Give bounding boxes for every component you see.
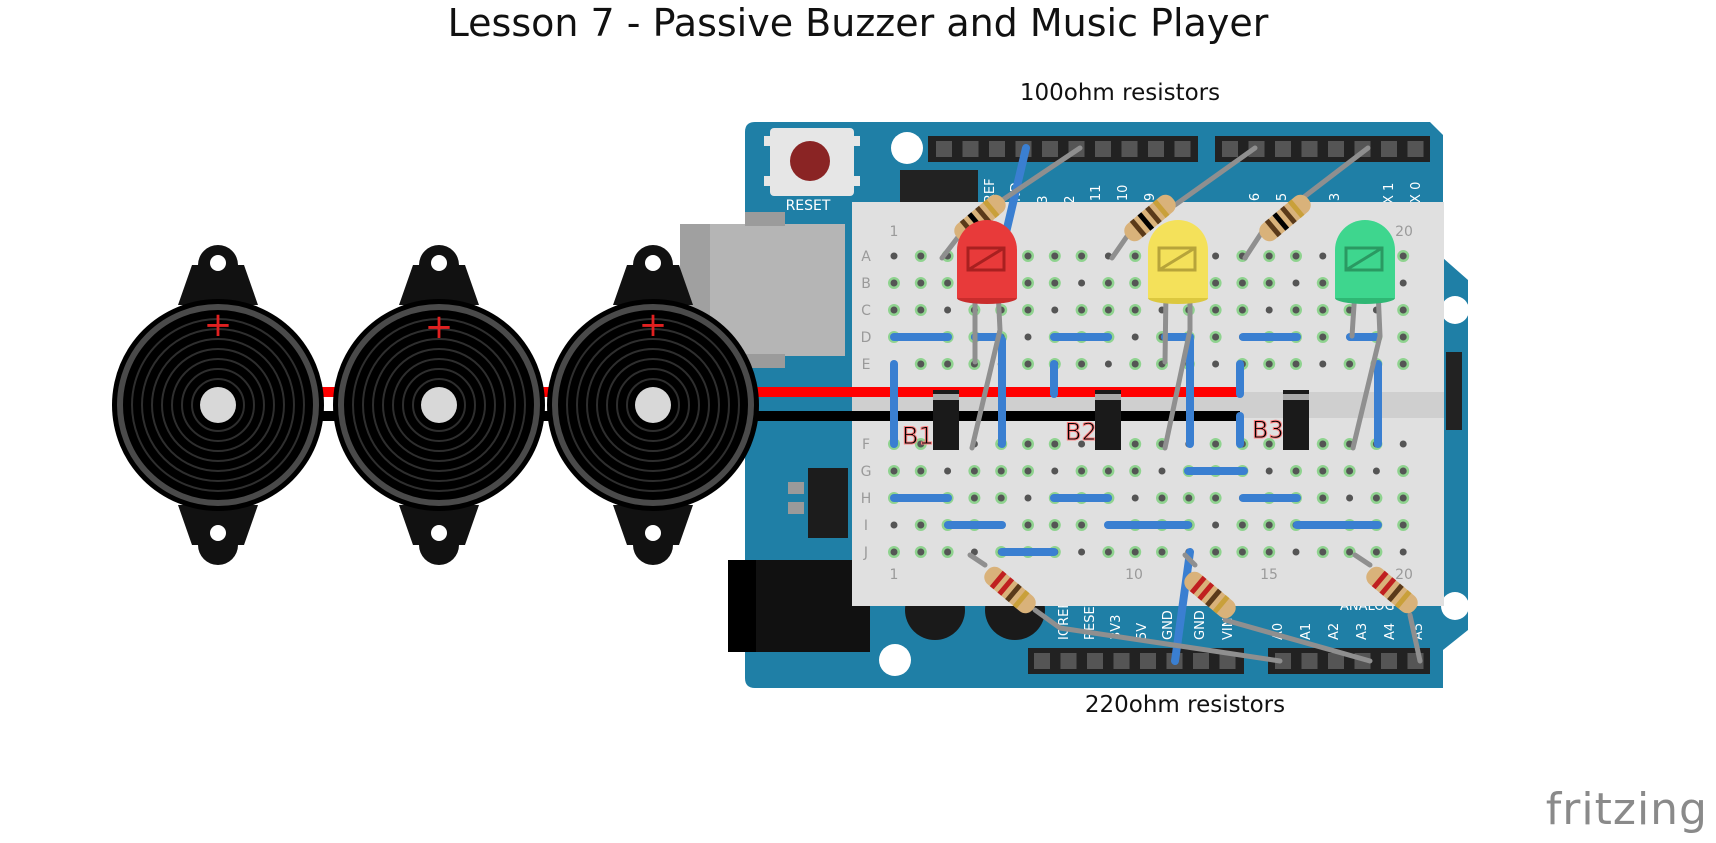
col-number-20-top: 20	[1395, 224, 1413, 240]
row-label: J	[863, 545, 868, 561]
reset-button: RESET	[764, 128, 860, 214]
buzzer-3-plus: +	[639, 305, 668, 345]
resistor	[1259, 194, 1311, 242]
header-bottom-label: A4	[1383, 623, 1398, 640]
transistor	[1095, 390, 1121, 450]
header-bottom-label: A3	[1355, 623, 1370, 640]
transistor-label-b3: B3	[1252, 416, 1284, 444]
row-label: E	[862, 357, 871, 373]
buzzer-2-plus: +	[425, 307, 454, 347]
passive-buzzer	[112, 245, 324, 565]
row-label: I	[864, 518, 868, 534]
transistor	[1283, 390, 1309, 450]
col-number-15-bottom: 15	[1260, 567, 1278, 583]
row-label: F	[862, 437, 870, 453]
col-number-20-bottom: 20	[1395, 567, 1413, 583]
buzzers	[112, 245, 759, 565]
led-green	[1335, 220, 1395, 304]
transistor	[933, 390, 959, 450]
led-yellow	[1148, 220, 1208, 304]
transistor-label-b1: B1	[902, 422, 934, 450]
row-label: C	[861, 303, 871, 319]
resistor	[984, 566, 1036, 614]
header-bottom-label: IOREF	[1057, 601, 1072, 640]
led-red	[957, 220, 1017, 304]
resistor-leads	[939, 145, 1423, 664]
col-number-1-top: 1	[890, 224, 899, 240]
row-label: D	[861, 330, 872, 346]
header-bottom-label: 5V	[1135, 623, 1150, 640]
row-label: H	[861, 491, 872, 507]
reset-label: RESET	[786, 198, 831, 214]
row-label: B	[861, 276, 871, 292]
resistor	[1124, 194, 1176, 242]
row-label: A	[861, 249, 871, 265]
fritzing-logo: fritzing	[1545, 784, 1708, 835]
row-label: G	[861, 464, 872, 480]
transistor-label-b2: B2	[1065, 418, 1097, 446]
header-bottom-label: GND	[1161, 610, 1176, 640]
power-jack	[728, 560, 870, 652]
passive-buzzer	[333, 245, 545, 565]
resistors	[954, 194, 1418, 619]
transistors	[933, 390, 1309, 450]
jumper-wire	[1171, 548, 1194, 665]
caption-220ohm: 220ohm resistors	[1084, 692, 1286, 718]
buzzer-1-plus: +	[204, 305, 233, 345]
caption-100ohm: 100ohm resistors	[1019, 80, 1221, 106]
page-title: Lesson 7 - Passive Buzzer and Music Play…	[447, 1, 1269, 45]
passive-buzzer	[547, 245, 759, 565]
voltage-regulator	[788, 468, 848, 538]
col-number-10-bottom: 10	[1125, 567, 1143, 583]
col-number-1-bottom: 1	[890, 567, 899, 583]
resistor	[1184, 571, 1236, 619]
header-bottom-label: A2	[1327, 623, 1342, 640]
header-bottom-label: A1	[1299, 623, 1314, 640]
resistor	[1366, 566, 1418, 614]
header-bottom-label: GND	[1193, 610, 1208, 640]
